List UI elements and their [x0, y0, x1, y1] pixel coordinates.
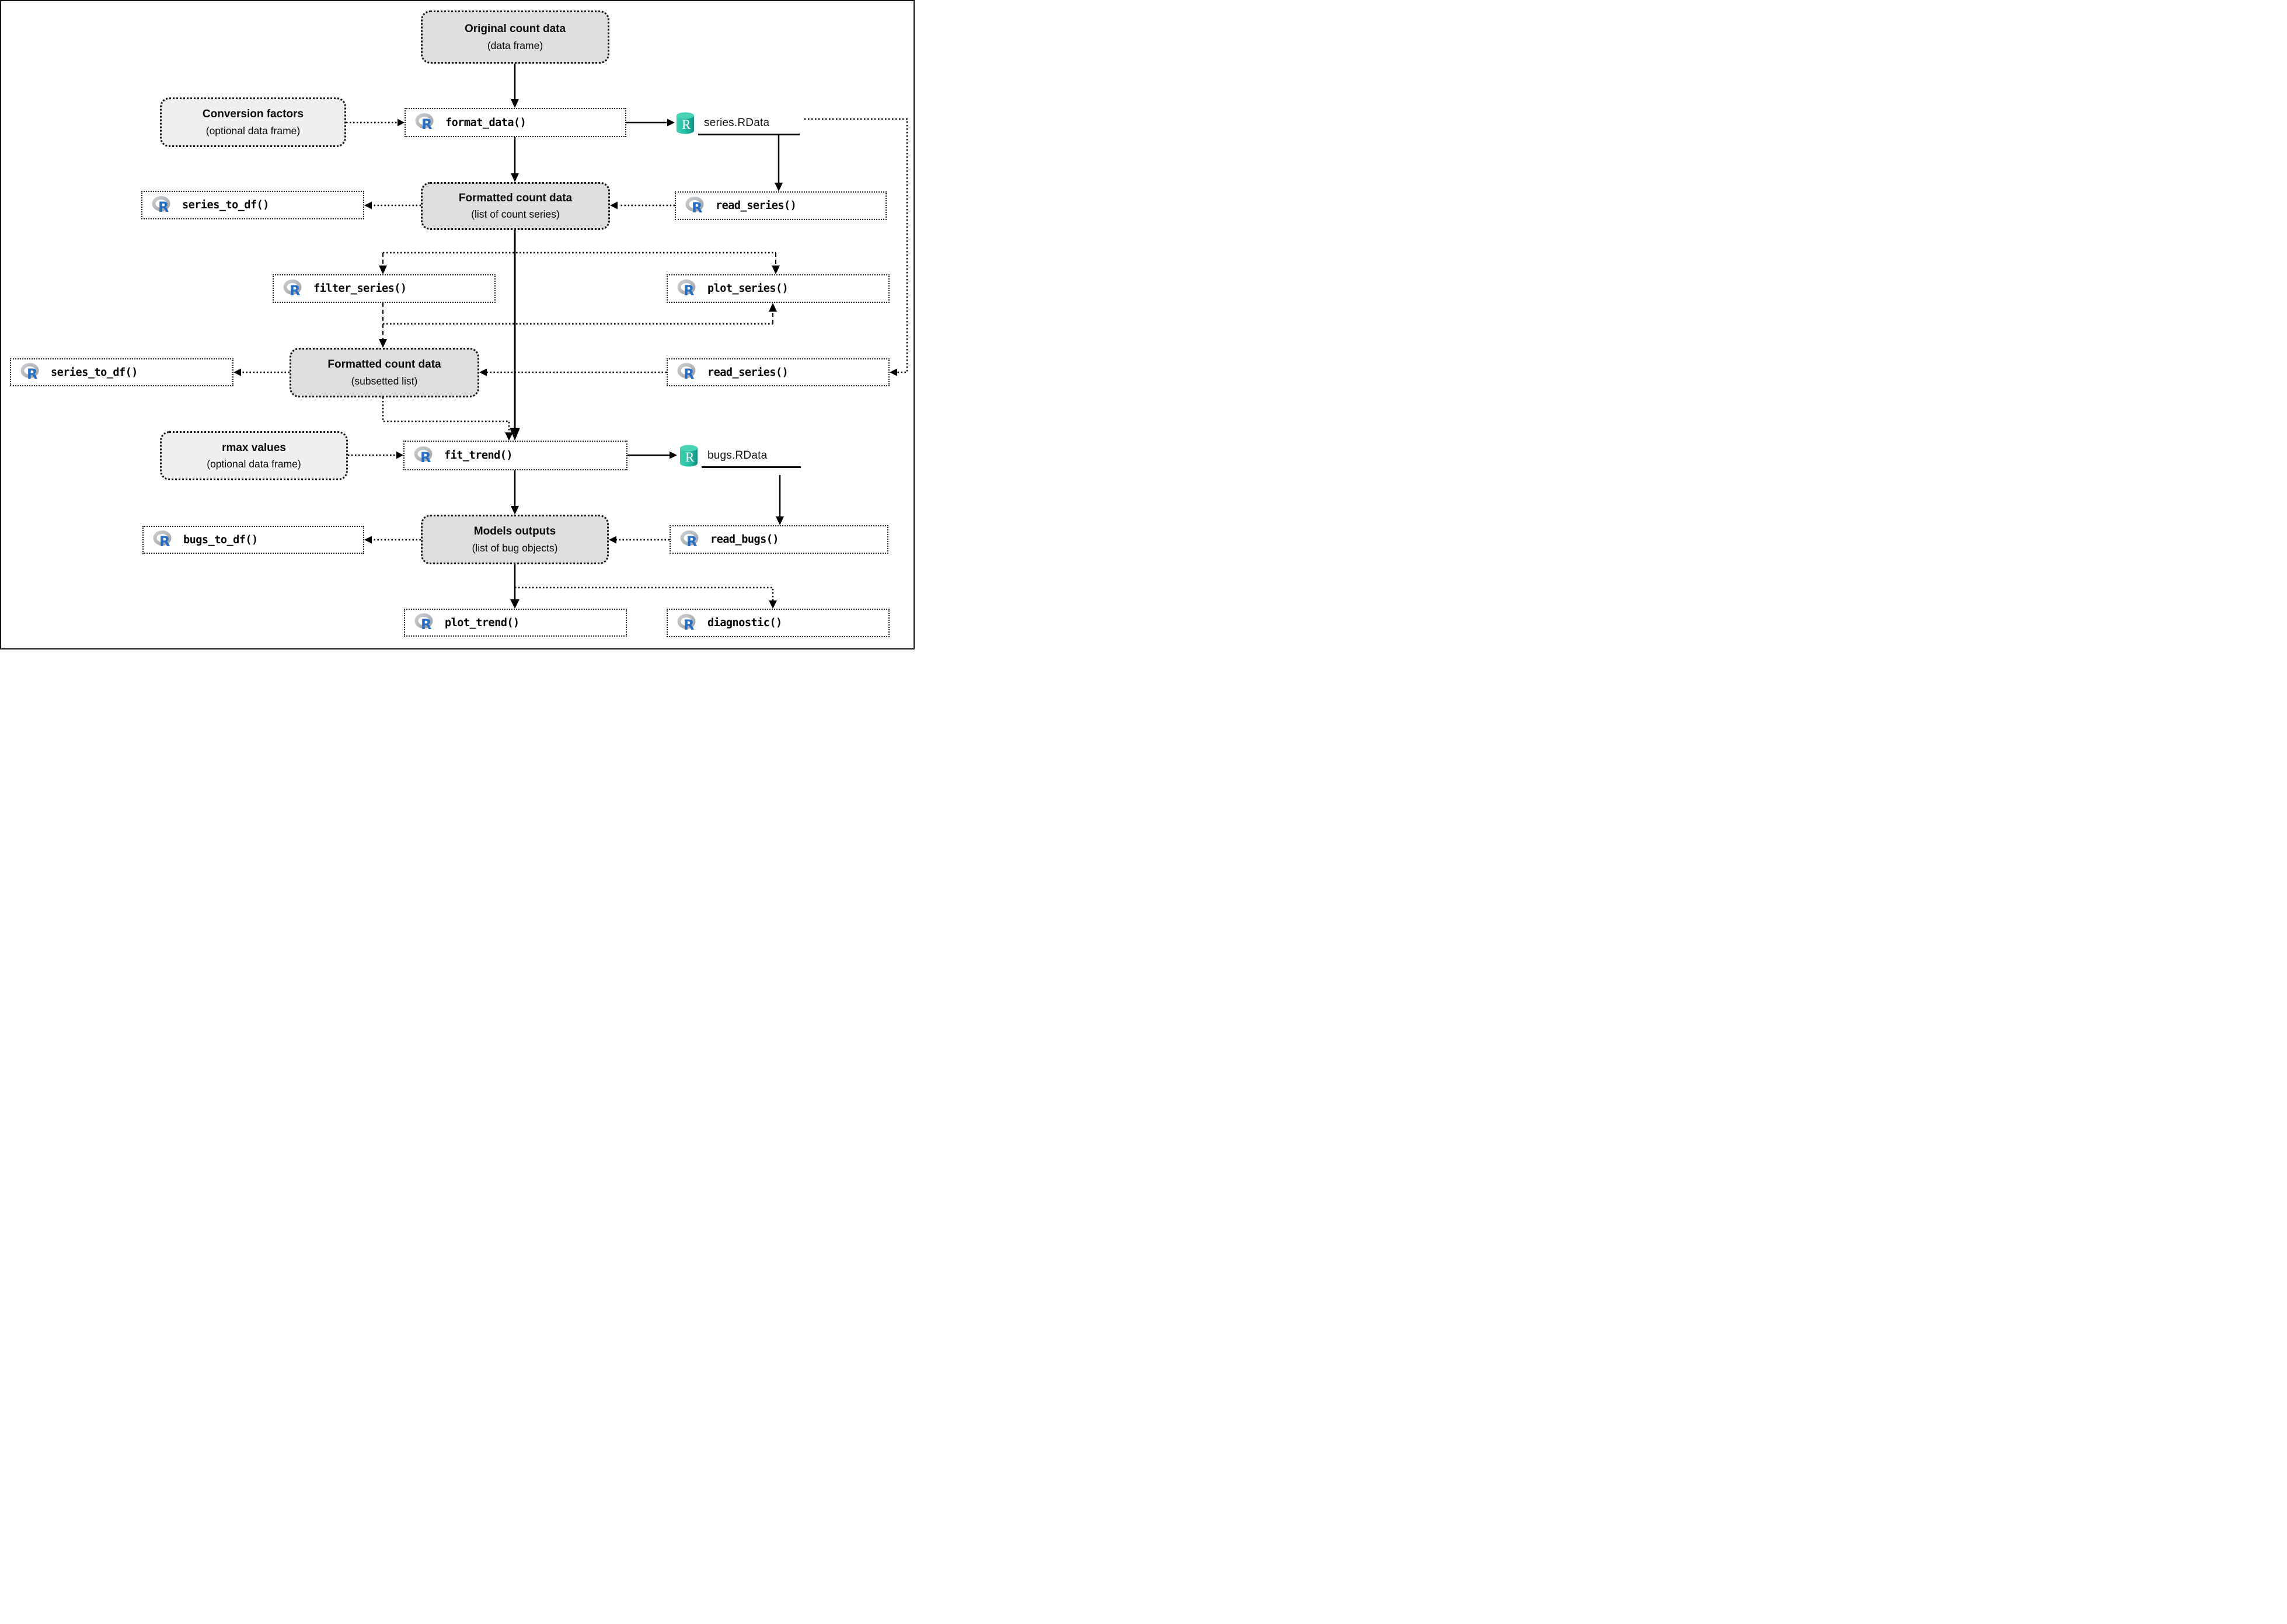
fn-filter-series: R filter_series() — [273, 274, 496, 303]
r-logo-icon: R — [677, 363, 696, 382]
fn-label: format_data() — [445, 116, 527, 129]
fn-label: diagnostic() — [707, 617, 782, 629]
fn-diagnostic: R diagnostic() — [667, 609, 890, 637]
fn-label: read_series() — [707, 366, 789, 379]
node-title: Original count data — [464, 23, 566, 36]
r-logo-icon: R — [152, 195, 170, 215]
file-series-rdata: R series.RData — [675, 111, 815, 135]
svg-text:R: R — [686, 533, 697, 549]
svg-text:R: R — [290, 282, 300, 298]
r-logo-icon: R — [414, 613, 433, 632]
r-logo-icon: R — [153, 530, 172, 549]
fn-format-data: R format_data() — [405, 108, 626, 137]
r-logo-icon: R — [677, 279, 696, 298]
svg-text:R: R — [421, 116, 432, 132]
node-original-count-data: Original count data (data frame) — [421, 11, 609, 64]
node-title: Formatted count data — [458, 191, 573, 204]
node-rmax-values: rmax values (optional data frame) — [160, 431, 348, 480]
fn-label: plot_trend() — [445, 616, 520, 629]
r-logo-icon: R — [283, 279, 302, 298]
node-title: Models outputs — [473, 525, 556, 538]
node-subtitle: (list of bug objects) — [472, 542, 558, 554]
rdata-file-icon: R — [680, 445, 698, 467]
fn-read-bugs: R read_bugs() — [670, 525, 888, 554]
fn-plot-series: R plot_series() — [667, 274, 890, 303]
file-label: series.RData — [704, 117, 770, 129]
fn-label: fit_trend() — [444, 449, 513, 462]
r-logo-icon: R — [685, 196, 704, 215]
fn-label: series_to_df() — [51, 366, 138, 379]
node-subsetted-count-data: Formatted count data (subsetted list) — [290, 348, 479, 397]
fn-fit-trend: R fit_trend() — [403, 441, 627, 470]
fn-bugs-to-df: R bugs_to_df() — [142, 526, 364, 554]
svg-text:R: R — [684, 617, 694, 633]
r-logo-icon: R — [20, 363, 39, 382]
node-subtitle: (optional data frame) — [207, 458, 301, 470]
node-models-outputs: Models outputs (list of bug objects) — [421, 515, 609, 564]
node-title: rmax values — [222, 441, 286, 454]
fn-label: bugs_to_df() — [183, 533, 258, 546]
svg-text:R: R — [684, 282, 694, 298]
node-subtitle: (data frame) — [487, 39, 543, 51]
node-subtitle: (subsetted list) — [351, 375, 418, 387]
fn-read-series-top: R read_series() — [675, 191, 887, 220]
file-label: bugs.RData — [707, 449, 768, 462]
fn-label: read_series() — [716, 200, 797, 212]
svg-text:R: R — [420, 449, 431, 465]
fn-label: plot_series() — [707, 282, 789, 295]
node-subtitle: (list of count series) — [471, 208, 560, 221]
node-conversion-factors: Conversion factors (optional data frame) — [160, 97, 346, 147]
connector-layer — [233, 64, 908, 609]
file-bugs-rdata: R bugs.RData — [678, 443, 818, 468]
r-logo-icon: R — [680, 530, 699, 549]
fn-label: series_to_df() — [182, 199, 269, 211]
svg-text:R: R — [159, 533, 170, 549]
r-logo-icon: R — [414, 446, 433, 465]
rdata-file-icon: R — [677, 112, 694, 134]
file-underline — [698, 134, 800, 135]
r-logo-icon: R — [415, 113, 434, 132]
fn-read-series-bottom: R read_series() — [667, 358, 890, 386]
fn-series-to-df-top: R series_to_df() — [141, 191, 364, 219]
node-subtitle: (optional data frame) — [205, 124, 301, 137]
svg-text:R: R — [685, 450, 695, 465]
svg-text:R: R — [682, 117, 691, 132]
svg-text:R: R — [684, 366, 694, 382]
fn-label: filter_series() — [313, 282, 407, 295]
svg-text:R: R — [421, 616, 431, 632]
node-formatted-count-data: Formatted count data (list of count seri… — [421, 182, 610, 230]
svg-text:R: R — [158, 199, 169, 215]
svg-text:R: R — [27, 366, 37, 382]
svg-text:R: R — [692, 200, 702, 215]
fn-label: read_bugs() — [710, 533, 779, 546]
r-logo-icon: R — [677, 613, 696, 633]
fn-series-to-df-left: R series_to_df() — [10, 358, 233, 386]
node-title: Conversion factors — [202, 108, 304, 121]
node-title: Formatted count data — [327, 358, 441, 371]
workflow-diagram: Original count data (data frame) Convers… — [0, 0, 915, 649]
fn-plot-trend: R plot_trend() — [404, 609, 627, 637]
file-underline — [702, 466, 801, 468]
